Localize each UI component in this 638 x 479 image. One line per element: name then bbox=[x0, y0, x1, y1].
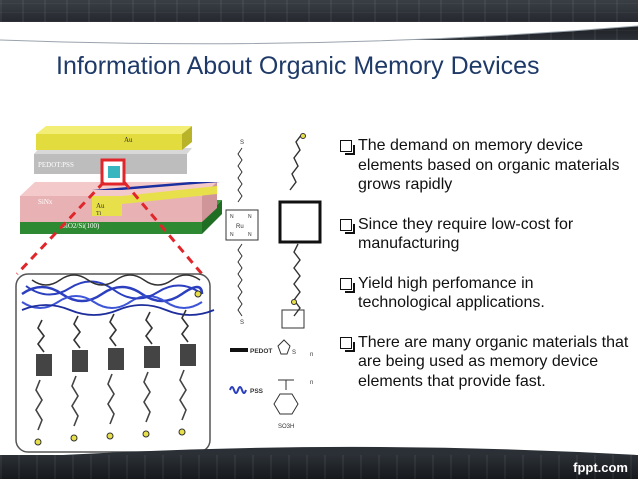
label-substrate: SiO2/Si(100) bbox=[62, 222, 100, 230]
label-ti: Ti bbox=[96, 211, 101, 217]
molecule-columns bbox=[34, 309, 196, 446]
legend-pss: PSS bbox=[250, 388, 264, 395]
bullet-text: There are many organic materials that ar… bbox=[358, 333, 629, 390]
zoom-line-left bbox=[15, 180, 106, 276]
zoom-line-right bbox=[122, 181, 204, 275]
n-atom: N bbox=[248, 232, 252, 238]
checkbox-bullet-icon bbox=[340, 336, 355, 352]
header-curve bbox=[0, 22, 638, 45]
porphyrin-molecule: S Ru N N N N S bbox=[225, 133, 322, 326]
ru-center: Ru bbox=[236, 224, 244, 230]
s-atom-bottom: S bbox=[240, 320, 244, 326]
bullet-text: The demand on memory device elements bas… bbox=[358, 137, 620, 193]
brand-logo[interactable]: fppt.com bbox=[573, 460, 628, 475]
n-atom: N bbox=[248, 214, 252, 220]
label-au-top: Au bbox=[124, 136, 133, 144]
bullet-item: Yield high perfomance in technological a… bbox=[340, 274, 630, 313]
device-figure: Au PEDOT:PSS SiNx Au Ti SiO2/Si(100) bbox=[15, 126, 322, 453]
molecular-zoom-box bbox=[15, 273, 215, 453]
label-au-bottom: Au bbox=[96, 202, 105, 210]
n-atom: N bbox=[230, 232, 234, 238]
label-pedot-pss: PEDOT:PSS bbox=[38, 161, 74, 169]
bullet-item: There are many organic materials that ar… bbox=[340, 333, 630, 392]
polymer-legend: PEDOT S n PSS n SO3H bbox=[229, 309, 313, 430]
legend-pedot: PEDOT bbox=[250, 348, 272, 355]
pedot-n: n bbox=[310, 352, 313, 358]
bullet-item: The demand on memory device elements bas… bbox=[340, 136, 630, 195]
slide-title: Information About Organic Memory Devices bbox=[56, 52, 540, 80]
checkbox-bullet-icon bbox=[340, 140, 355, 155]
checkbox-bullet-icon bbox=[340, 277, 355, 293]
bullet-text: Since they require low-cost for manufact… bbox=[358, 215, 574, 253]
device-stack: Au PEDOT:PSS SiNx Au Ti SiO2/Si(100) bbox=[20, 126, 222, 234]
bullet-list: The demand on memory device elements bas… bbox=[340, 136, 630, 411]
bullet-text: Yield high perfomance in technological a… bbox=[358, 274, 545, 312]
pedot-s: S bbox=[292, 350, 296, 356]
footer-band bbox=[0, 455, 638, 479]
bullet-item: Since they require low-cost for manufact… bbox=[340, 215, 630, 254]
pss-n: n bbox=[310, 380, 313, 386]
s-atom-top: S bbox=[240, 140, 244, 146]
checkbox-bullet-icon bbox=[340, 218, 355, 234]
so3h-label: SO3H bbox=[278, 424, 294, 430]
label-sinx: SiNx bbox=[38, 198, 53, 206]
n-atom: N bbox=[230, 214, 234, 220]
